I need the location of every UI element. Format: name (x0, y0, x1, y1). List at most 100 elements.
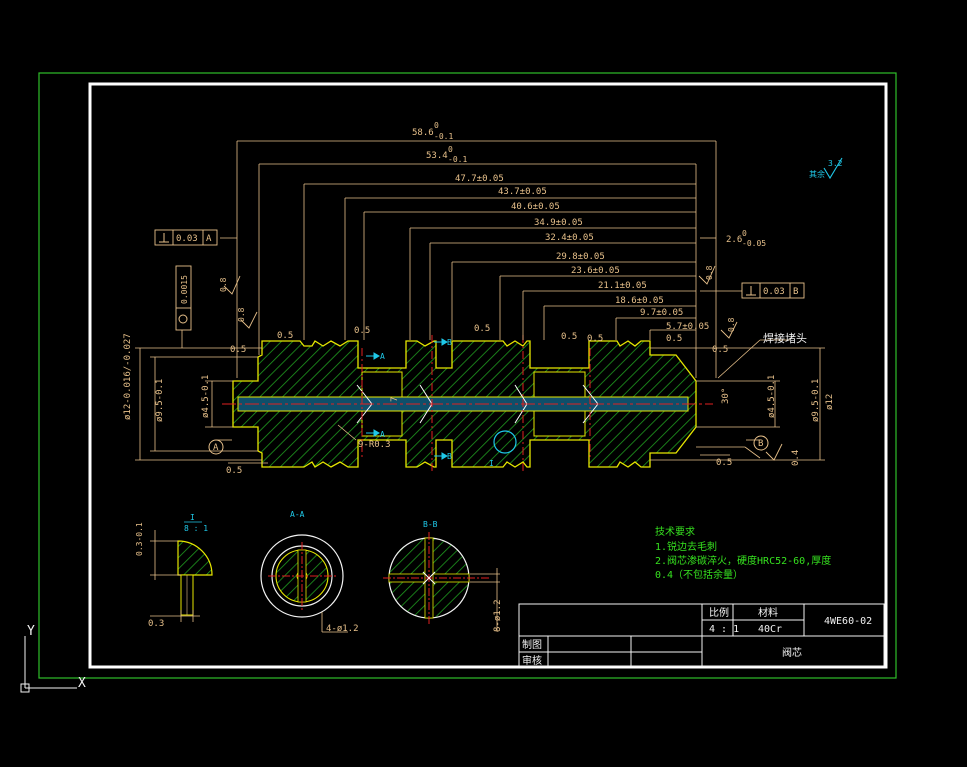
dim-34-9: 34.9±0.05 (534, 218, 583, 228)
dimension-lines (135, 140, 825, 464)
svg-text:0.5: 0.5 (716, 458, 732, 468)
svg-text:A: A (206, 234, 212, 244)
svg-text:0.5: 0.5 (474, 324, 490, 334)
svg-text:0.8: 0.8 (237, 307, 246, 322)
svg-text:0.5: 0.5 (354, 326, 370, 336)
cylindricity-frame: 0.0015 (175, 265, 192, 331)
svg-text:4 : 1: 4 : 1 (709, 624, 739, 635)
svg-text:0: 0 (434, 121, 439, 130)
dim-29-8: 29.8±0.05 (556, 252, 605, 262)
svg-text:0.03: 0.03 (763, 287, 785, 297)
svg-text:2.阀芯渗碳淬火，硬度HRC52-60,厚度: 2.阀芯渗碳淬火，硬度HRC52-60,厚度 (655, 554, 831, 567)
tb-part-name: 阀芯 (782, 646, 802, 659)
section-a-a (260, 534, 348, 633)
dim-phi95-right: ø9.5-0.1 (811, 379, 821, 422)
detail-mark-i: I (489, 459, 494, 468)
datum-b: B (758, 439, 763, 449)
dim-47-7: 47.7±0.05 (455, 174, 504, 184)
section-arrows (366, 338, 448, 460)
svg-text:-0.1: -0.1 (434, 132, 453, 141)
outer-frame (38, 72, 897, 679)
svg-text:0.5: 0.5 (277, 331, 293, 341)
svg-text:0.5: 0.5 (666, 334, 682, 344)
dim-r0-3: 9-R0.3 (358, 440, 391, 450)
svg-text:0.3: 0.3 (148, 619, 164, 629)
svg-text:制图: 制图 (522, 638, 542, 651)
svg-text:0: 0 (742, 229, 747, 238)
weld-plug-label: 焊接堵头 (763, 331, 807, 345)
inner-frame (88, 82, 888, 669)
svg-text:B: B (793, 287, 798, 297)
dim-32-4: 32.4±0.05 (545, 233, 594, 243)
svg-text:其余: 其余 (809, 169, 825, 179)
dim-9-7: 9.7±0.05 (640, 308, 683, 318)
svg-text:A: A (380, 430, 385, 439)
svg-text:8 : 1: 8 : 1 (184, 524, 208, 533)
dim-18-6: 18.6±0.05 (615, 296, 664, 306)
main-view (222, 335, 713, 474)
detail-view-i (150, 521, 213, 622)
svg-text:0.5: 0.5 (561, 332, 577, 342)
svg-text:4-ø1.2: 4-ø1.2 (326, 624, 359, 634)
dim-phi95-left: ø9.5-0.1 (155, 379, 165, 422)
dim-43-7: 43.7±0.05 (498, 187, 547, 197)
svg-text:40Cr: 40Cr (758, 624, 782, 635)
perpendicularity-frame-a: 0.03 A (154, 229, 218, 246)
svg-text:审核: 审核 (522, 654, 542, 667)
datum-a: A (213, 443, 219, 453)
dim-53-4: 53.4 (426, 151, 448, 161)
section-bb-title: B-B (423, 520, 438, 529)
title-block (518, 603, 885, 667)
dim-phi45-right: ø4.5-0.1 (767, 375, 777, 418)
svg-text:-0.05: -0.05 (742, 239, 766, 248)
dim-21-1: 21.1±0.05 (598, 281, 647, 291)
dim-phi45-left: ø4.5-0.1 (201, 375, 211, 418)
tb-material-label: 材料 (758, 606, 778, 619)
ucs-icon (20, 636, 77, 693)
detail-title: I (190, 513, 195, 522)
roughness-rest-icon (823, 157, 843, 180)
svg-text:0.8: 0.8 (219, 277, 228, 292)
dim-phi12-left: ø12-0.016/-0.027 (123, 333, 133, 420)
dim-5-7: 5.7±0.05 (666, 322, 709, 332)
svg-text:8-ø1.2: 8-ø1.2 (493, 599, 503, 632)
svg-text:B: B (447, 338, 452, 347)
svg-text:7: 7 (390, 397, 400, 402)
dim-23-6: 23.6±0.05 (571, 266, 620, 276)
svg-text:0.8: 0.8 (727, 317, 736, 332)
technical-notes: 技术要求 1.锐边去毛刺 2.阀芯渗碳淬火，硬度HRC52-60,厚度 0.4（… (655, 525, 831, 581)
cylindricity-icon (178, 314, 188, 324)
svg-text:0.5: 0.5 (587, 334, 603, 344)
svg-text:0.3-0.1: 0.3-0.1 (135, 522, 144, 556)
dim-2-6: 2.6 (726, 235, 742, 245)
ucs-x: X (78, 676, 86, 691)
svg-text:0.5: 0.5 (712, 345, 728, 355)
svg-text:0.4（不包括余量）: 0.4（不包括余量） (655, 568, 743, 581)
roughness-symbols (223, 265, 783, 461)
dim-58-6: 58.6 (412, 128, 434, 138)
section-b-b (383, 532, 500, 632)
svg-text:0.0015: 0.0015 (180, 275, 189, 304)
notes-title: 技术要求 (655, 525, 695, 538)
dim-phi12-right: ø12 (825, 394, 835, 410)
svg-text:0.03: 0.03 (176, 234, 198, 244)
svg-text:1.锐边去毛刺: 1.锐边去毛刺 (655, 540, 717, 553)
svg-text:B: B (447, 452, 452, 461)
svg-text:A: A (380, 352, 385, 361)
tb-scale-label: 比例 (709, 606, 729, 619)
svg-text:0.5: 0.5 (230, 345, 246, 355)
svg-text:30°: 30° (721, 388, 731, 404)
dim-40-6: 40.6±0.05 (511, 202, 560, 212)
perpendicularity-frame-b: 0.03 B (741, 282, 805, 299)
svg-text:0.4: 0.4 (791, 450, 801, 466)
detail-circle-i (493, 430, 517, 454)
svg-text:0.5: 0.5 (226, 466, 242, 476)
tb-drawing-no: 4WE60-02 (824, 616, 872, 627)
svg-text:3.2: 3.2 (828, 159, 843, 168)
svg-text:0: 0 (448, 145, 453, 154)
svg-text:0.8: 0.8 (705, 265, 714, 280)
ucs-y: Y (27, 624, 35, 639)
svg-text:-0.1: -0.1 (448, 155, 467, 164)
section-aa-title: A-A (290, 510, 305, 519)
